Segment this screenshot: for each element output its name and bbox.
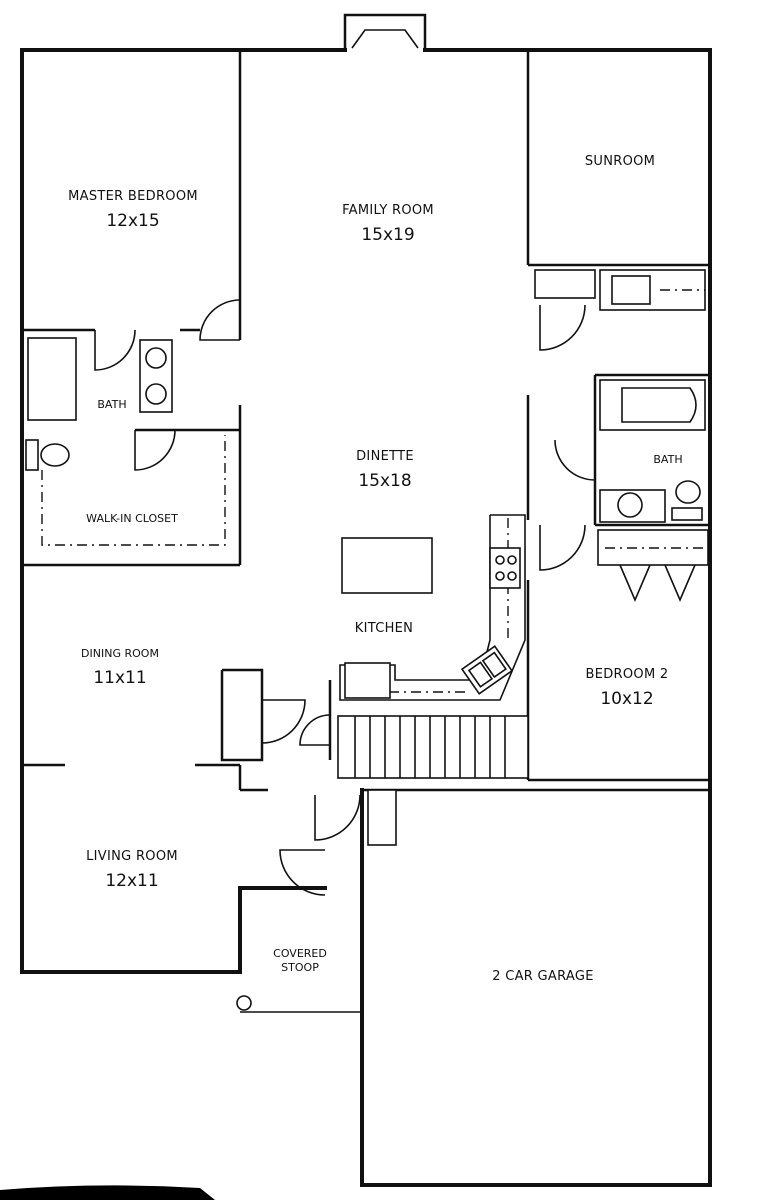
fireplace (343, 13, 427, 50)
stairs (337, 715, 529, 779)
door-swings (94, 299, 596, 896)
covered-stoop-label-2: STOOP (281, 961, 319, 974)
family-room-size: 15x19 (361, 225, 414, 245)
sunroom-label: SUNROOM (585, 154, 655, 169)
garage-label: 2 CAR GARAGE (492, 969, 594, 984)
bathtub-icon (27, 337, 77, 421)
dining-room-size: 11x11 (93, 668, 146, 688)
fixtures (25, 269, 709, 1013)
dining-room-label: DINING ROOM (81, 647, 159, 660)
toilet-icon (25, 439, 39, 471)
light-fixture-icon (236, 995, 252, 1011)
family-room-label: FAMILY ROOM (342, 203, 434, 218)
kitchen-label: KITCHEN (355, 621, 413, 636)
interior-walls (22, 50, 710, 792)
footer-band (0, 1185, 215, 1200)
kitchen-island (341, 537, 433, 594)
bedroom-2-label: BEDROOM 2 (586, 667, 669, 682)
kitchen-sink-icon (460, 645, 514, 695)
walk-in-closet-label: WALK-IN CLOSET (86, 512, 178, 525)
refrigerator-icon (344, 662, 391, 699)
living-room-size: 12x11 (105, 871, 158, 891)
living-room-label: LIVING ROOM (86, 849, 178, 864)
covered-stoop-label-1: COVERED (273, 947, 327, 960)
master-bedroom-label: MASTER BEDROOM (68, 189, 198, 204)
garage-step (367, 789, 397, 846)
bedroom-2-size: 10x12 (600, 689, 653, 709)
toilet-icon (675, 480, 701, 504)
laundry-shelf (534, 269, 596, 299)
master-bath-label: BATH (97, 398, 126, 411)
bath-2-label: BATH (653, 453, 682, 466)
master-bedroom-size: 12x15 (106, 211, 159, 231)
dinette-label: DINETTE (356, 449, 414, 464)
dinette-size: 15x18 (358, 471, 411, 491)
stove-icon (489, 547, 521, 589)
exterior-walls (20, 48, 712, 1187)
room-labels: MASTER BEDROOM 12x15 FAMILY ROOM 15x19 S… (68, 154, 682, 984)
